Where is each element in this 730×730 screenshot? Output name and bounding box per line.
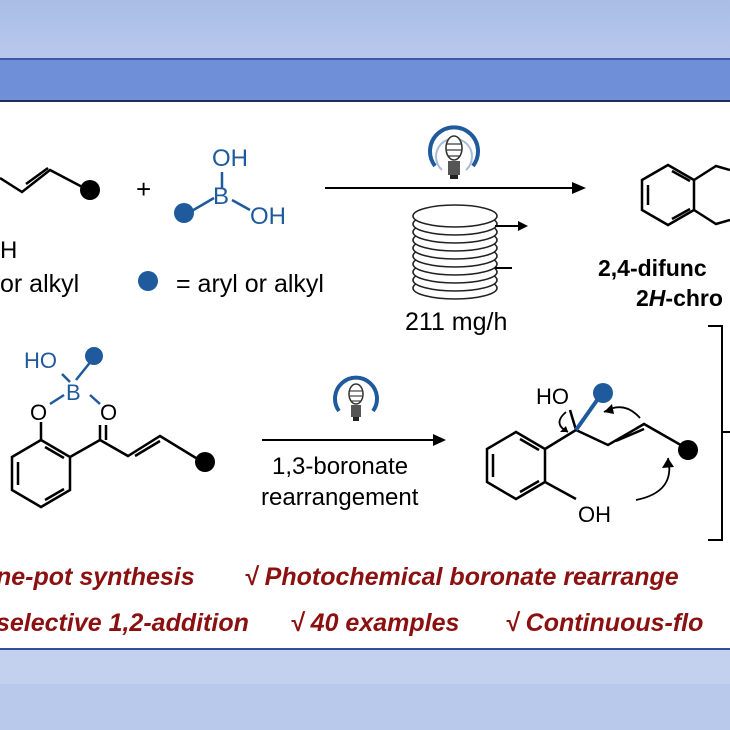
product-structure — [640, 163, 730, 227]
r2-substituent-dot — [174, 203, 194, 223]
r2-legend-dot — [138, 271, 158, 291]
intermediate-structure: HO OH — [485, 384, 687, 527]
reactant-fragment-label: H — [0, 237, 17, 264]
r2-definition: = aryl or alkyl — [176, 270, 324, 298]
benefit-selective: selective 1,2-addition — [0, 609, 249, 637]
boronic-acid: OH B OH — [189, 145, 286, 230]
boronic-oh-right: OH — [250, 203, 286, 230]
intermediate-r2-dot — [593, 383, 613, 403]
intermediate-ho: HO — [536, 384, 569, 409]
benefit-continuous-flow: √ Continuous-flo — [505, 609, 703, 637]
rearrangement-arrow — [262, 434, 446, 446]
background-top — [0, 0, 730, 60]
background-bottom — [0, 684, 730, 730]
header-band — [0, 58, 730, 104]
benefit-one-pot: ne-pot synthesis — [0, 563, 195, 591]
flow-outlet-arrow — [495, 221, 528, 269]
boronic-boron: B — [213, 183, 229, 210]
boronate-boron: B — [66, 380, 81, 405]
boronate-o-right: O — [100, 400, 117, 425]
footer-band — [0, 648, 730, 686]
product-name-line1: 2,4-difunc — [598, 255, 707, 281]
boronate-r1-dot — [195, 452, 215, 472]
scheme-panel — [0, 100, 730, 652]
boronate-ho: HO — [24, 348, 57, 373]
rearrangement-label-line2: rearrangement — [261, 484, 419, 511]
alkene-reactant — [0, 166, 89, 194]
throughput-label: 211 mg/h — [405, 308, 507, 336]
plus-sign: + — [136, 174, 151, 204]
boronate-r2-dot — [85, 347, 103, 365]
boronate-complex: HO B O O — [10, 348, 197, 509]
benefit-examples: √ 40 examples — [290, 609, 459, 637]
reaction-arrow — [325, 182, 586, 194]
intermediate-r1-dot — [678, 440, 698, 460]
light-bulb-icon — [428, 125, 480, 179]
r1-definition: or alkyl — [0, 270, 79, 298]
benefits-list: ne-pot synthesis √ Photochemical boronat… — [0, 563, 703, 637]
benefit-photochemical: √ Photochemical boronate rearrange — [244, 563, 679, 591]
boronic-oh-top: OH — [212, 145, 248, 172]
r1-substituent-dot — [80, 180, 100, 200]
boronate-o-left: O — [30, 400, 47, 425]
flow-reactor-icon — [412, 204, 498, 300]
right-bracket — [708, 325, 730, 541]
rearrangement-label-line1: 1,3-boronate — [272, 453, 408, 480]
intermediate-oh: OH — [578, 502, 611, 527]
product-name-line2: 2H-chro — [636, 285, 723, 311]
light-bulb-icon-2 — [333, 375, 379, 421]
